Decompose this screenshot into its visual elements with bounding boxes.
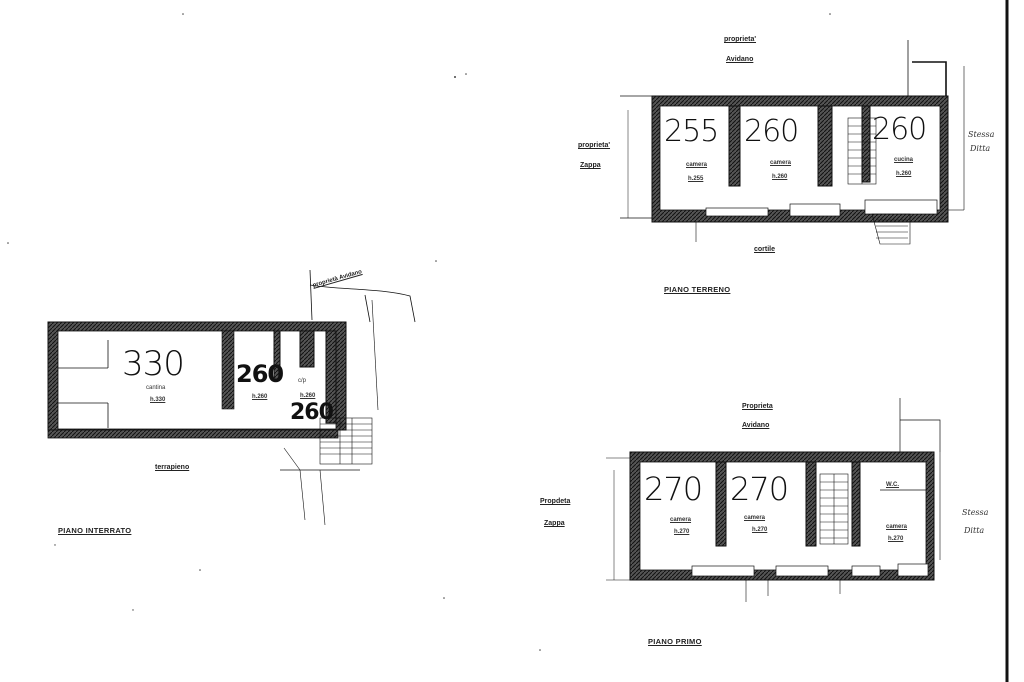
interrato-stair — [319, 417, 373, 465]
terreno-height-1: 255 — [664, 114, 719, 149]
interrato-height-2: 260 — [236, 360, 284, 388]
plan-primo — [606, 398, 941, 602]
terreno-cortile-label: cortile — [754, 246, 776, 253]
primo-room-3-name: camera — [886, 524, 908, 530]
terreno-prop-top-2: Avidano — [726, 56, 754, 63]
primo-inner — [639, 461, 927, 571]
interrato-room-1-h: h.330 — [150, 397, 166, 403]
terreno-room-1-name: camera — [686, 162, 708, 168]
interrato-height-3: 260 — [290, 400, 334, 425]
interrato-room-2-h: h.260 — [252, 394, 268, 400]
terreno-room-3-name: cucina — [894, 157, 914, 163]
primo-room-1-h: h.270 — [674, 529, 690, 535]
terreno-room-2-h: h.260 — [772, 174, 788, 180]
primo-title: PIANO PRIMO — [648, 637, 702, 646]
primo-room-2-h: h.270 — [752, 527, 768, 533]
primo-right-2: Ditta — [964, 526, 985, 535]
plan-terreno — [620, 40, 965, 245]
primo-prop-left-1: Propdeta — [540, 498, 571, 505]
interrato-terrapieno-label: terrapieno — [155, 464, 190, 471]
primo-stair — [819, 473, 849, 545]
terreno-stair — [847, 117, 877, 185]
primo-prop-top-1: Proprieta — [742, 403, 773, 410]
primo-prop-left-2: Zappa — [544, 520, 565, 527]
terreno-room-3-h: h.260 — [896, 171, 912, 177]
primo-room-1-name: camera — [670, 517, 692, 523]
terreno-right-2: Ditta — [970, 144, 991, 153]
terreno-room-2-name: camera — [770, 160, 792, 166]
primo-height-1: 270 — [644, 470, 703, 508]
terreno-room-1-h: h.255 — [688, 176, 704, 182]
primo-right-1: Stessa — [962, 508, 989, 517]
terreno-outside-stair — [871, 213, 911, 245]
terreno-prop-top-1: proprieta' — [724, 36, 757, 43]
primo-height-2: 270 — [730, 470, 789, 508]
primo-room-2-name: camera — [744, 515, 766, 521]
interrato-room-3-name: c/p — [298, 378, 307, 384]
terreno-prop-left-2: Zappa — [580, 162, 601, 169]
primo-prop-top-2: Avidano — [742, 422, 770, 429]
primo-wc-label: W.C. — [886, 482, 899, 488]
interrato-room-1-name: cantina — [146, 385, 166, 391]
primo-room-3-h: h.270 — [888, 536, 904, 542]
terreno-height-2: 260 — [744, 114, 799, 149]
interrato-height-1: 330 — [122, 344, 185, 384]
terreno-inner — [659, 105, 941, 211]
terreno-prop-left-1: proprieta' — [578, 142, 611, 149]
scan-specks — [7, 13, 831, 651]
interrato-title: PIANO INTERRATO — [58, 526, 132, 535]
terreno-right-1: Stessa — [968, 130, 995, 139]
interrato-room-3-h: h.260 — [300, 393, 316, 399]
plan-interrato — [47, 269, 416, 526]
interrato-inner — [57, 330, 337, 430]
terreno-height-3: 260 — [872, 112, 927, 147]
terreno-title: PIANO TERRENO — [664, 285, 731, 294]
